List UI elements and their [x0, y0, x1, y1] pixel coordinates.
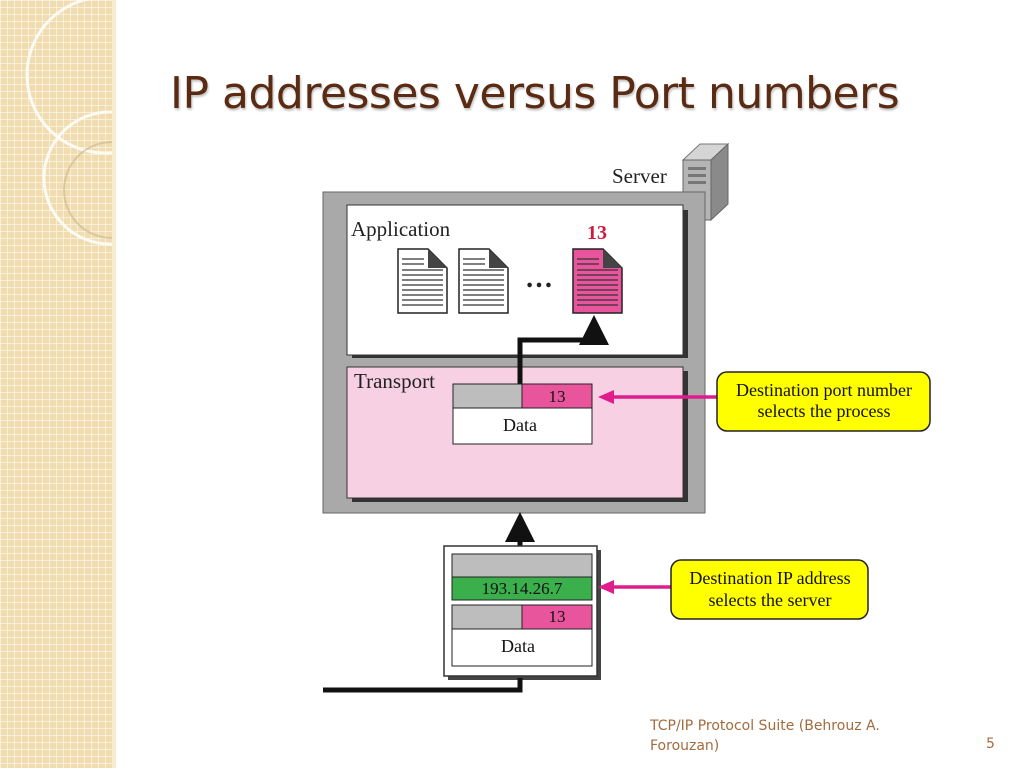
slide-title: IP addresses versus Port numbers — [170, 68, 900, 119]
port-callout-line-2: selects the process — [758, 401, 891, 421]
footer-source: TCP/IP Protocol Suite (Behrouz A. Forouz… — [650, 718, 880, 754]
server-icon — [681, 142, 730, 222]
port-callout — [716, 371, 931, 432]
packet-ip-label: 193.14.26.7 — [482, 579, 563, 598]
document-icon — [458, 248, 509, 314]
ip-callout-arrow — [598, 580, 671, 594]
decorative-sidebar — [0, 0, 112, 768]
packet-port-field — [521, 604, 593, 630]
application-label: Application — [351, 217, 451, 241]
port-callout-arrow — [598, 390, 717, 404]
segment-data-field — [452, 407, 593, 445]
segment: 13 Data — [452, 383, 593, 445]
segment-data-label: Data — [503, 415, 537, 435]
sidebar-edge — [112, 0, 116, 768]
process-port-label: 13 — [587, 222, 607, 244]
server-label: Server — [612, 164, 667, 188]
delivery-arrow — [517, 315, 609, 384]
ip-callout — [670, 559, 869, 620]
port-callout-line-1: Destination port number — [736, 380, 912, 400]
packet-data-label: Data — [501, 636, 535, 656]
packet-data-field — [451, 628, 593, 667]
packet-segment-header — [451, 604, 523, 630]
process-document-icon — [572, 248, 623, 314]
document-icon — [397, 248, 448, 314]
ip-callout-line-1: Destination IP address — [689, 568, 850, 588]
ellipsis: … — [525, 263, 553, 294]
network-line — [323, 678, 523, 693]
segment-port-label: 13 — [549, 387, 566, 406]
packet-ip-field — [451, 576, 593, 601]
transport-label: Transport — [354, 369, 435, 393]
packet-port-label: 13 — [549, 607, 566, 626]
page-number: 5 — [986, 736, 995, 752]
decorative-circles — [25, 0, 112, 246]
ip-callout-line-2: selects the server — [709, 590, 832, 610]
packet-header-field — [451, 553, 593, 578]
